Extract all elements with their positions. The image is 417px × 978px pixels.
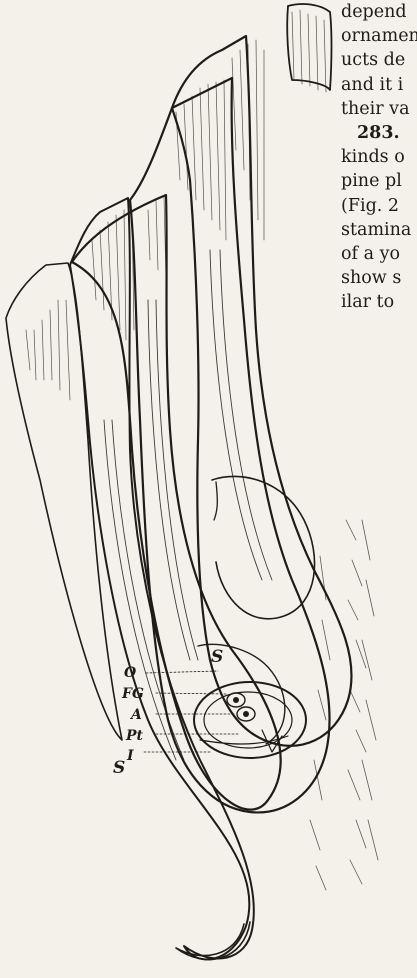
label-fg: FG bbox=[121, 686, 144, 702]
label-a: A bbox=[129, 707, 142, 723]
upper-bract-outline bbox=[172, 36, 352, 746]
text-line: their va bbox=[341, 97, 417, 121]
section-number: 283. bbox=[357, 121, 417, 145]
text-line: (Fig. 2 bbox=[341, 194, 417, 218]
body-text-column: depend ornamen ucts de and it i their va… bbox=[341, 0, 417, 314]
label-o: O bbox=[124, 665, 137, 681]
lower-bract-outline bbox=[70, 198, 254, 959]
left-scale-outline bbox=[6, 263, 122, 740]
text-line: depend bbox=[341, 0, 417, 24]
label-i: I bbox=[126, 748, 134, 764]
text-line: ilar to bbox=[341, 290, 417, 314]
text-line: show s bbox=[341, 266, 417, 290]
text-line: ornamen bbox=[341, 24, 417, 48]
label-pt: Pt bbox=[125, 728, 144, 744]
text-line: kinds o bbox=[341, 145, 417, 169]
text-line: pine pl bbox=[341, 169, 417, 193]
text-line: and it i bbox=[341, 73, 417, 97]
label-s-lower: S bbox=[113, 758, 125, 778]
main-bract-outline bbox=[72, 195, 281, 810]
text-line: of a yo bbox=[341, 242, 417, 266]
text-line: stamina bbox=[341, 218, 417, 242]
label-s-upper: S bbox=[211, 647, 223, 667]
text-line: ucts de bbox=[341, 48, 417, 72]
